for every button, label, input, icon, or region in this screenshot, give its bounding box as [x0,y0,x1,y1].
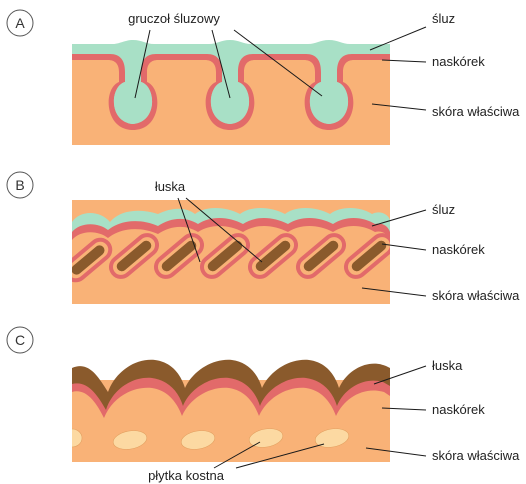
panel-a: A gruczoł śluzowy śluz naskórek skóra wł… [7,10,520,145]
panel-b: B [7,172,520,304]
badge-c: C [7,327,33,353]
label-epidermis-a: naskórek [432,54,485,69]
mucus-surface-a [72,40,390,50]
badge-b-letter: B [15,177,24,193]
badge-b: B [7,172,33,198]
label-epidermis-c: naskórek [432,402,485,417]
label-mucus-a: śluz [432,11,455,26]
label-dermis-c: skóra właściwa [432,448,520,463]
badge-c-letter: C [15,332,25,348]
badge-a: A [7,10,33,36]
bone-plate [62,429,82,447]
label-scale-c: łuska [432,358,463,373]
panel-c: C łuska naskórek skóra właściwa [7,327,520,483]
label-dermis-a: skóra właściwa [432,104,520,119]
leader-mucus-a [370,27,426,50]
label-bone-plate-c: płytka kostna [148,468,225,483]
label-dermis-b: skóra właściwa [432,288,520,303]
label-scale-b: łuska [155,179,186,194]
label-epidermis-b: naskórek [432,242,485,257]
badge-a-letter: A [15,15,25,31]
label-gland-a: gruczoł śluzowy [128,11,220,26]
label-mucus-b: śluz [432,202,455,217]
